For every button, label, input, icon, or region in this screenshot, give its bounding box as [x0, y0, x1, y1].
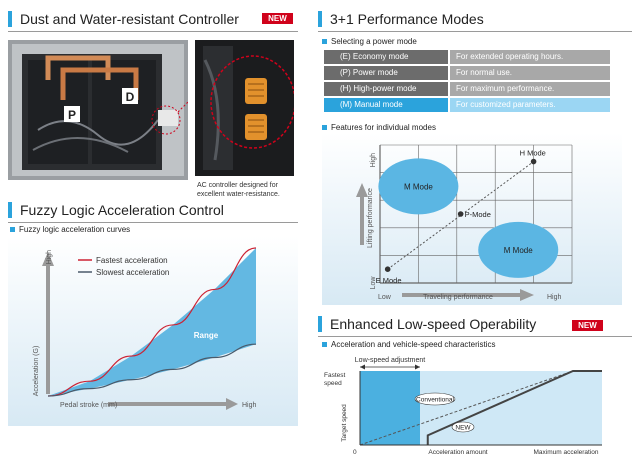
- mode-point-label: E Mode: [376, 276, 402, 285]
- bullet-square: [322, 125, 327, 130]
- fuzzy-subtitle: Fuzzy logic acceleration curves: [10, 225, 130, 234]
- mode-point: [530, 158, 537, 165]
- lowspeed-section-header: Enhanced Low-speed Operability: [318, 313, 632, 337]
- y-axis-label: Acceleration (G): [33, 346, 40, 397]
- mode-point-label: H Mode: [520, 149, 546, 158]
- mode-row-power: (P) Power mode For normal use.: [324, 66, 610, 80]
- bullet-square: [322, 342, 327, 347]
- y-axis-arrowhead: [42, 252, 54, 266]
- lowspeed-subtitle: Acceleration and vehicle-speed character…: [322, 340, 496, 349]
- fuzzy-section-title: Fuzzy Logic Acceleration Control: [20, 202, 224, 218]
- legend-fastest-label: Fastest acceleration: [96, 256, 168, 265]
- y-axis-low-label: Low: [370, 276, 377, 290]
- mode-description: For extended operating hours.: [450, 50, 610, 64]
- x-axis-label: Pedal stroke (mm): [60, 402, 117, 409]
- new-badge: NEW: [262, 13, 293, 24]
- y-axis-high-label: High: [46, 250, 53, 265]
- manual-mode-region-1: [378, 158, 459, 215]
- section-accent-bar: [318, 11, 322, 27]
- mode-name: (H) High-power mode: [324, 82, 448, 96]
- dust-section-header: Dust and Water-resistant Controller: [8, 8, 298, 32]
- fuzzy-subtitle-text: Fuzzy logic acceleration curves: [19, 225, 131, 234]
- conventional-callout: [414, 392, 456, 406]
- origin-label: 0: [353, 449, 357, 456]
- dust-section-title: Dust and Water-resistant Controller: [20, 11, 239, 27]
- selecting-mode-label: Selecting a power mode: [331, 37, 417, 46]
- photo-caption-line-2: excellent water-resistance.: [197, 191, 280, 198]
- x-axis-arrowhead: [520, 289, 534, 301]
- bullet-square: [322, 39, 327, 44]
- lowspeed-section-title: Enhanced Low-speed Operability: [330, 316, 537, 332]
- lowspeed-chart: Low-speed adjustment Conventional NEW Fa…: [324, 357, 602, 456]
- manual-mode-region-2: [478, 221, 559, 278]
- fuzzy-acceleration-chart: High Acceleration (G) Pedal stroke (mm) …: [8, 236, 298, 426]
- x-axis-arrowhead: [226, 398, 238, 410]
- y-axis-high-label: High: [370, 153, 377, 168]
- fastest-acceleration-line: [47, 247, 257, 397]
- y-axis-arrowhead: [356, 183, 368, 197]
- new-callout: [451, 421, 475, 433]
- connector-closeup-photo: [195, 40, 294, 176]
- y-axis-label: Target speed: [341, 404, 348, 442]
- mode-point-label: P-Mode: [465, 210, 491, 219]
- performance-modes-chart: M Mode M Mode E Mode P-Mode H Mode High Low…: [322, 133, 622, 305]
- manual-mode-region-label: M Mode: [504, 246, 533, 255]
- slowest-acceleration-line: [47, 343, 257, 397]
- modes-section-title: 3+1 Performance Modes: [330, 11, 484, 27]
- features-label: Features for individual modes: [331, 123, 436, 132]
- new-label: NEW: [455, 425, 471, 432]
- fuzzy-section-header: Fuzzy Logic Acceleration Control: [8, 199, 298, 223]
- mode-point: [384, 266, 391, 272]
- selecting-mode-subtitle: Selecting a power mode: [322, 37, 417, 46]
- mode-description: For normal use.: [450, 66, 610, 80]
- conventional-label: Conventional: [416, 397, 454, 404]
- speed-label: speed: [324, 380, 342, 387]
- adjustment-bracket-left-head: [360, 364, 365, 370]
- mode-name: (M) Manual mode: [324, 98, 448, 112]
- x-axis-label: Acceleration amount: [428, 449, 487, 456]
- mode-point: [457, 211, 464, 217]
- mode-name: (E) Economy mode: [324, 50, 448, 64]
- low-speed-adjustment-region: [360, 371, 420, 445]
- x-axis-high-label: High: [547, 294, 562, 301]
- section-accent-bar: [318, 316, 322, 332]
- manual-mode-region-label: M Mode: [404, 182, 433, 191]
- x-axis-max-label: Maximum acceleration: [533, 449, 598, 456]
- low-speed-adjustment-label: Low-speed adjustment: [355, 357, 425, 364]
- controller-photo: P D: [8, 40, 188, 180]
- mode-name: (P) Power mode: [324, 66, 448, 80]
- section-accent-bar: [8, 11, 12, 27]
- section-accent-bar: [8, 202, 12, 218]
- x-axis-high-label: High: [242, 402, 257, 409]
- photo-caption: AC controller designed for excellent wat…: [197, 181, 307, 199]
- mode-description: For maximum performance.: [450, 82, 610, 96]
- new-line: [426, 370, 602, 445]
- y-axis-label: Lifting performance: [367, 188, 374, 248]
- mode-row-high-power: (H) High-power mode For maximum performa…: [324, 82, 610, 96]
- photo-label-p: P: [68, 108, 76, 122]
- x-axis-low-label: Low: [378, 294, 392, 301]
- adjustment-bracket-right-head: [415, 364, 420, 370]
- fastest-label: Fastest: [324, 372, 346, 379]
- photo-caption-line-1: AC controller designed for: [197, 182, 278, 189]
- modes-section-header: 3+1 Performance Modes: [318, 8, 632, 32]
- mode-description: For customized parameters.: [450, 98, 610, 112]
- range-label: Range: [194, 331, 219, 340]
- new-badge: NEW: [572, 320, 603, 331]
- legend-slowest-label: Slowest acceleration: [96, 268, 169, 277]
- mode-row-manual: (M) Manual mode For customized parameter…: [324, 98, 610, 112]
- x-axis-label: Traveling performance: [423, 294, 493, 301]
- photo-label-d: D: [126, 90, 135, 104]
- bullet-square: [10, 227, 15, 232]
- features-subtitle: Features for individual modes: [322, 123, 436, 132]
- lowspeed-subtitle-text: Acceleration and vehicle-speed character…: [331, 340, 496, 349]
- mode-row-economy: (E) Economy mode For extended operating …: [324, 50, 610, 64]
